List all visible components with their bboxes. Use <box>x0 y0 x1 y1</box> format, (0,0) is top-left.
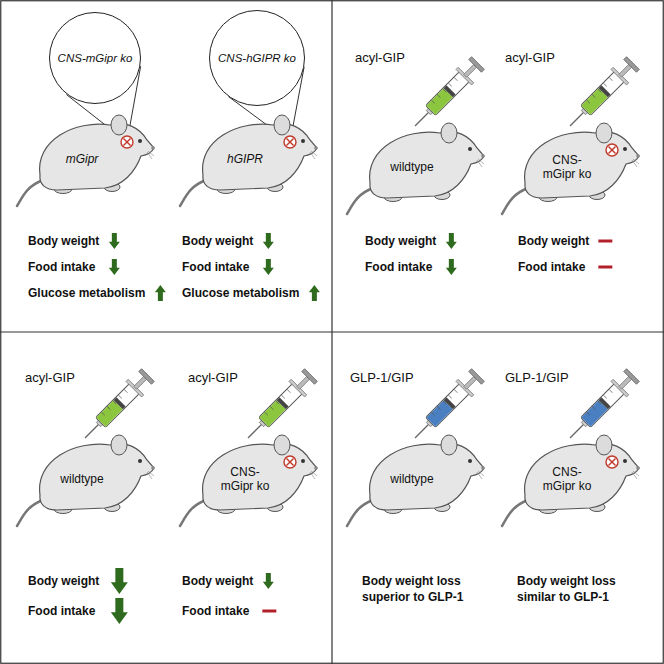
outcome-label: Body weight <box>28 234 99 248</box>
genotype-label: mGipr <box>66 153 99 167</box>
syringe-icon <box>77 367 155 445</box>
zoom-circle: CNS-mGipr ko <box>49 12 142 105</box>
knockout-mark <box>284 136 296 148</box>
outcome-label: Glucose metabolism <box>182 286 299 300</box>
mouse-figure: CNS- mGipr ko <box>500 420 640 530</box>
zoom-circle: CNS-hGIPR ko <box>209 10 305 106</box>
mouse-figure: mGipr <box>15 100 155 210</box>
mouse-figure: CNS- mGipr ko <box>500 108 640 218</box>
increase-arrow <box>155 285 166 301</box>
no-change-dash <box>598 240 612 243</box>
genotype-label: CNS- mGipr ko <box>214 466 276 494</box>
syringe-icon <box>240 367 318 445</box>
knockout-mark <box>284 456 296 468</box>
knockout-mark <box>606 456 618 468</box>
decrease-arrow <box>263 259 274 275</box>
outcome-label: Body weight <box>182 234 253 248</box>
decrease-arrow <box>263 233 274 249</box>
syringe-icon <box>562 55 640 133</box>
syringe-icon <box>562 367 640 445</box>
mouse-figure: CNS- mGipr ko <box>178 420 318 530</box>
genotype-label: CNS- mGipr ko <box>536 466 598 494</box>
outcome-label: Body weight <box>182 574 253 588</box>
drug-label: acyl-GIP <box>188 370 238 385</box>
outcome-label: Food intake <box>182 604 249 618</box>
decrease-arrow <box>109 259 120 275</box>
no-change-dash <box>598 266 612 269</box>
outcome-label: Glucose metabolism <box>28 286 145 300</box>
mouse-figure: wildtype <box>345 420 485 530</box>
genotype-label: wildtype <box>390 161 433 175</box>
result-label: Body weight loss similar to GLP-1 <box>517 574 647 605</box>
drug-label: acyl-GIP <box>25 370 75 385</box>
increase-arrow <box>309 285 320 301</box>
decrease-arrow <box>109 233 120 249</box>
outcome-label: Body weight <box>365 234 436 248</box>
no-change-dash <box>262 610 276 613</box>
outcome-label: Food intake <box>182 260 249 274</box>
circle-label: CNS-hGIPR ko <box>218 52 296 64</box>
genotype-label: hGIPR <box>227 153 263 167</box>
syringe-icon <box>407 55 485 133</box>
outcome-label: Body weight <box>28 574 99 588</box>
result-label: Body weight loss superior to GLP-1 <box>362 574 492 605</box>
knockout-mark <box>606 144 618 156</box>
outcome-label: Body weight <box>518 234 589 248</box>
drug-label: GLP-1/GIP <box>350 370 414 385</box>
genotype-label: wildtype <box>390 473 433 487</box>
outcome-label: Food intake <box>365 260 432 274</box>
decrease-arrow <box>446 233 457 249</box>
mouse-figure: wildtype <box>15 420 155 530</box>
outcome-label: Food intake <box>518 260 585 274</box>
drug-label: acyl-GIP <box>505 50 555 65</box>
outcome-label: Food intake <box>28 604 95 618</box>
knockout-mark <box>121 136 133 148</box>
mouse-figure: wildtype <box>345 108 485 218</box>
decrease-arrow <box>111 598 128 624</box>
decrease-arrow <box>446 259 457 275</box>
decrease-arrow <box>263 573 274 589</box>
mouse-figure: hGIPR <box>178 100 318 210</box>
syringe-icon <box>407 367 485 445</box>
outcome-label: Food intake <box>28 260 95 274</box>
decrease-arrow <box>111 568 128 594</box>
circle-label: CNS-mGipr ko <box>58 52 133 64</box>
drug-label: GLP-1/GIP <box>505 370 569 385</box>
drug-label: acyl-GIP <box>355 50 405 65</box>
panel-divider <box>0 331 664 332</box>
genotype-label: CNS- mGipr ko <box>536 154 598 182</box>
genotype-label: wildtype <box>60 473 103 487</box>
